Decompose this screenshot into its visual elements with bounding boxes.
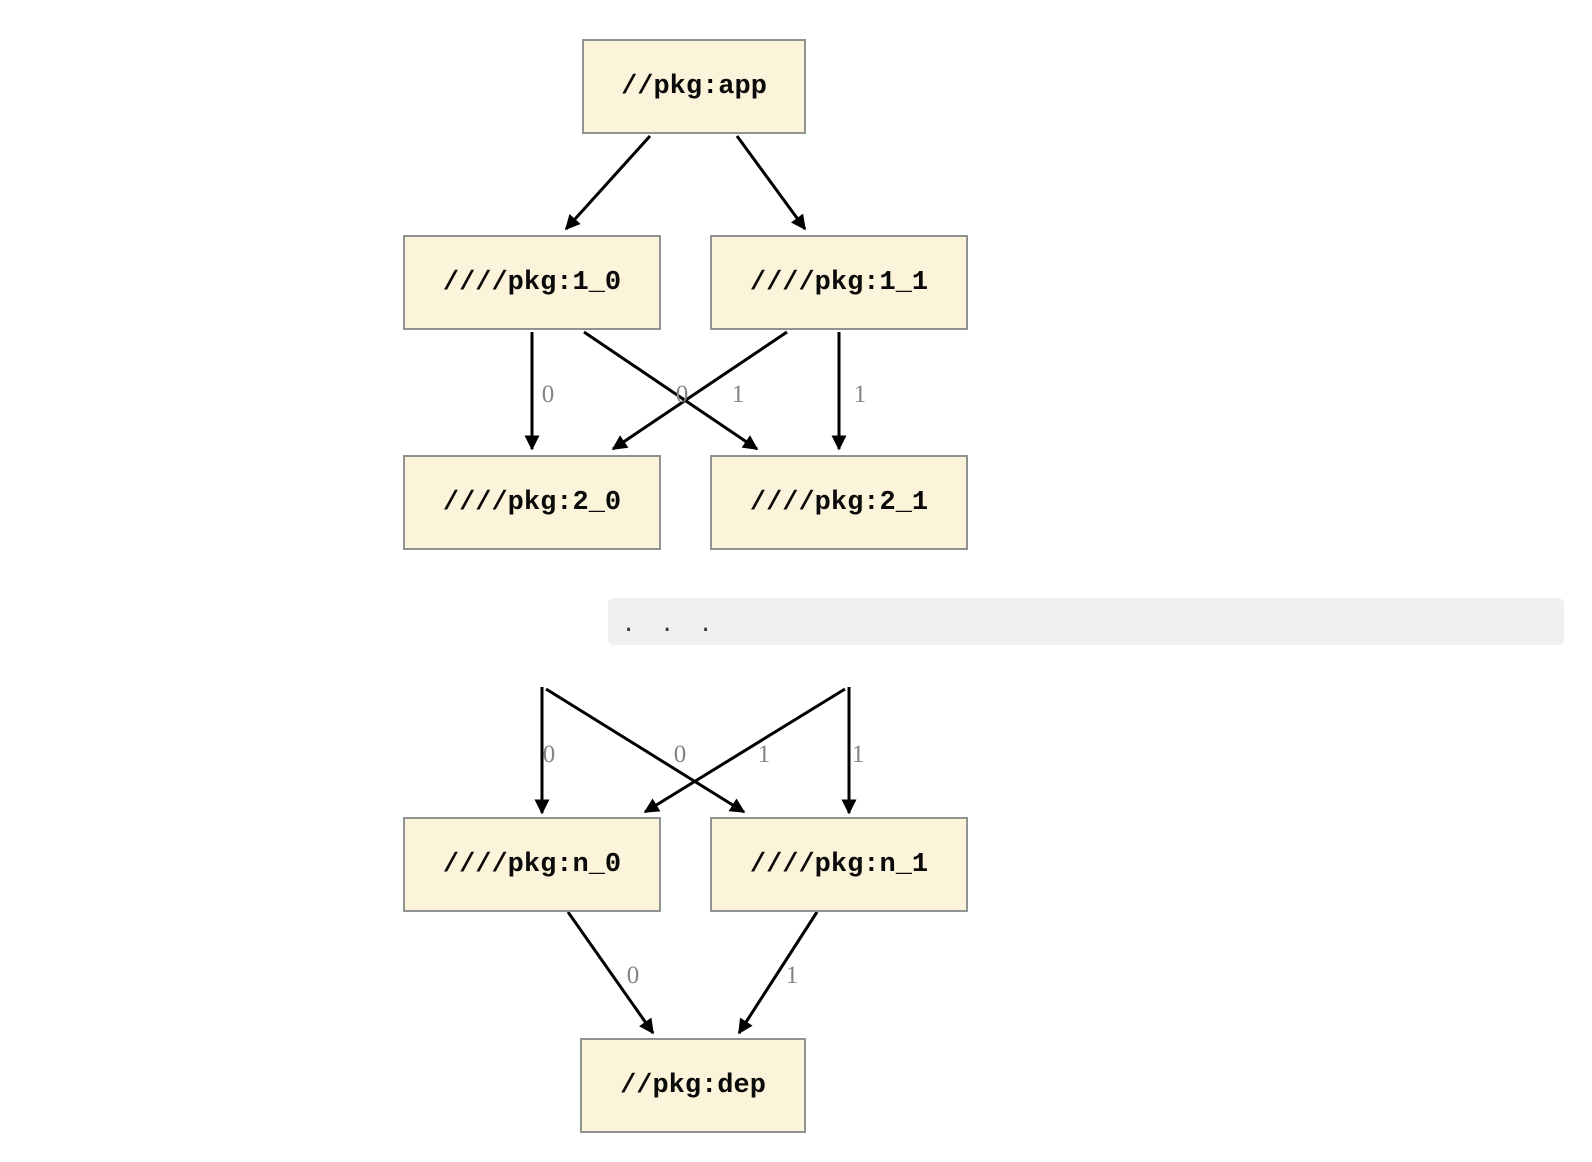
node-pkg-1_0-label: ////pkg:1_0 bbox=[442, 267, 622, 298]
edge-label-1_0-2_1: 1 bbox=[732, 381, 745, 408]
node-pkg-2_1-label: ////pkg:2_1 bbox=[749, 487, 929, 518]
edge-n_0-to-dep bbox=[566, 911, 655, 1035]
edge-label-1_0-2_0: 0 bbox=[542, 381, 555, 408]
edge-label-1_1-2_1: 1 bbox=[854, 381, 867, 408]
node-pkg-dep-label: //pkg:dep bbox=[620, 1070, 766, 1101]
ellipsis-text: . . . bbox=[622, 612, 719, 637]
node-pkg-n_0: ////pkg:n_0 bbox=[403, 817, 661, 912]
edge-label-n_1-dep: 1 bbox=[786, 962, 799, 989]
node-pkg-dep: //pkg:dep bbox=[580, 1038, 806, 1133]
edge-label-prev_0-n_0: 0 bbox=[543, 741, 556, 768]
node-pkg-1_1-label: ////pkg:1_1 bbox=[749, 267, 929, 298]
node-pkg-app-label: //pkg:app bbox=[621, 71, 767, 102]
node-pkg-n_1: ////pkg:n_1 bbox=[710, 817, 968, 912]
edge-prev_0-to-n_1 bbox=[545, 687, 746, 814]
node-pkg-2_0: ////pkg:2_0 bbox=[403, 455, 661, 550]
edge-label-n_0-dep: 0 bbox=[627, 962, 640, 989]
edge-1_1-to-2_0 bbox=[611, 330, 788, 451]
node-pkg-1_0: ////pkg:1_0 bbox=[403, 235, 661, 330]
ellipsis-band: . . . bbox=[608, 598, 1564, 645]
node-pkg-n_0-label: ////pkg:n_0 bbox=[442, 849, 622, 880]
edge-prev_1-to-n_0 bbox=[643, 687, 846, 814]
edge-app-to-1_0 bbox=[564, 134, 652, 231]
edge-app-to-1_1 bbox=[735, 135, 807, 231]
node-pkg-1_1: ////pkg:1_1 bbox=[710, 235, 968, 330]
node-pkg-app: //pkg:app bbox=[582, 39, 806, 134]
node-pkg-n_1-label: ////pkg:n_1 bbox=[749, 849, 929, 880]
edge-n_1-to-dep bbox=[737, 911, 819, 1035]
edge-label-prev_1-n_0: 0 bbox=[674, 741, 687, 768]
edge-label-1_1-2_0: 0 bbox=[676, 381, 689, 408]
node-pkg-2_1: ////pkg:2_1 bbox=[710, 455, 968, 550]
edge-label-prev_0-n_1: 1 bbox=[758, 741, 771, 768]
edge-label-prev_1-n_1: 1 bbox=[852, 741, 865, 768]
edge-1_0-to-2_1 bbox=[583, 330, 759, 451]
node-pkg-2_0-label: ////pkg:2_0 bbox=[442, 487, 622, 518]
